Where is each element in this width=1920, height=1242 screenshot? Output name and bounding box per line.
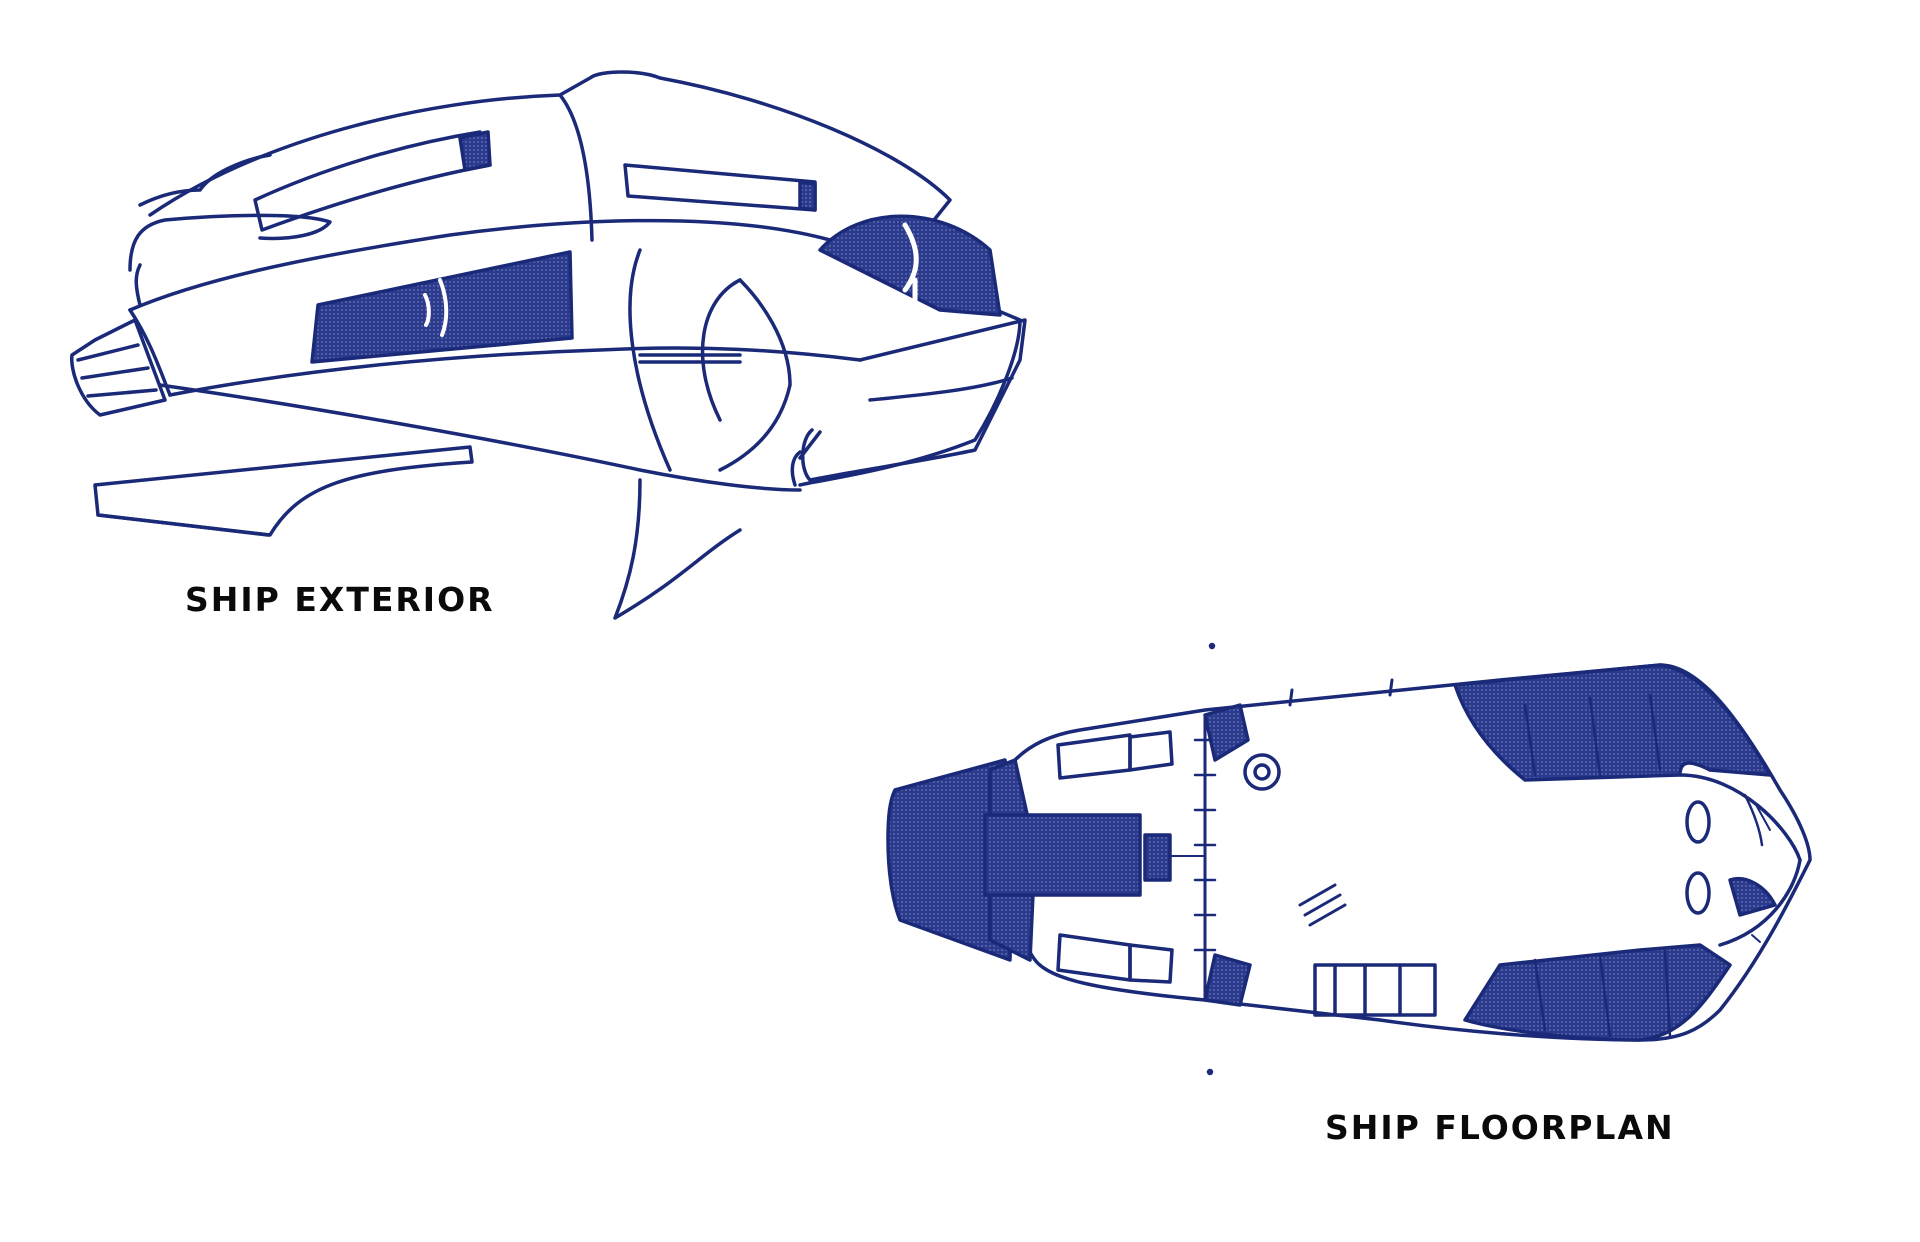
- ship-exterior-caption: SHIP EXTERIOR: [185, 580, 495, 619]
- ship-floorplan-caption: SHIP FLOORPLAN: [1325, 1108, 1675, 1147]
